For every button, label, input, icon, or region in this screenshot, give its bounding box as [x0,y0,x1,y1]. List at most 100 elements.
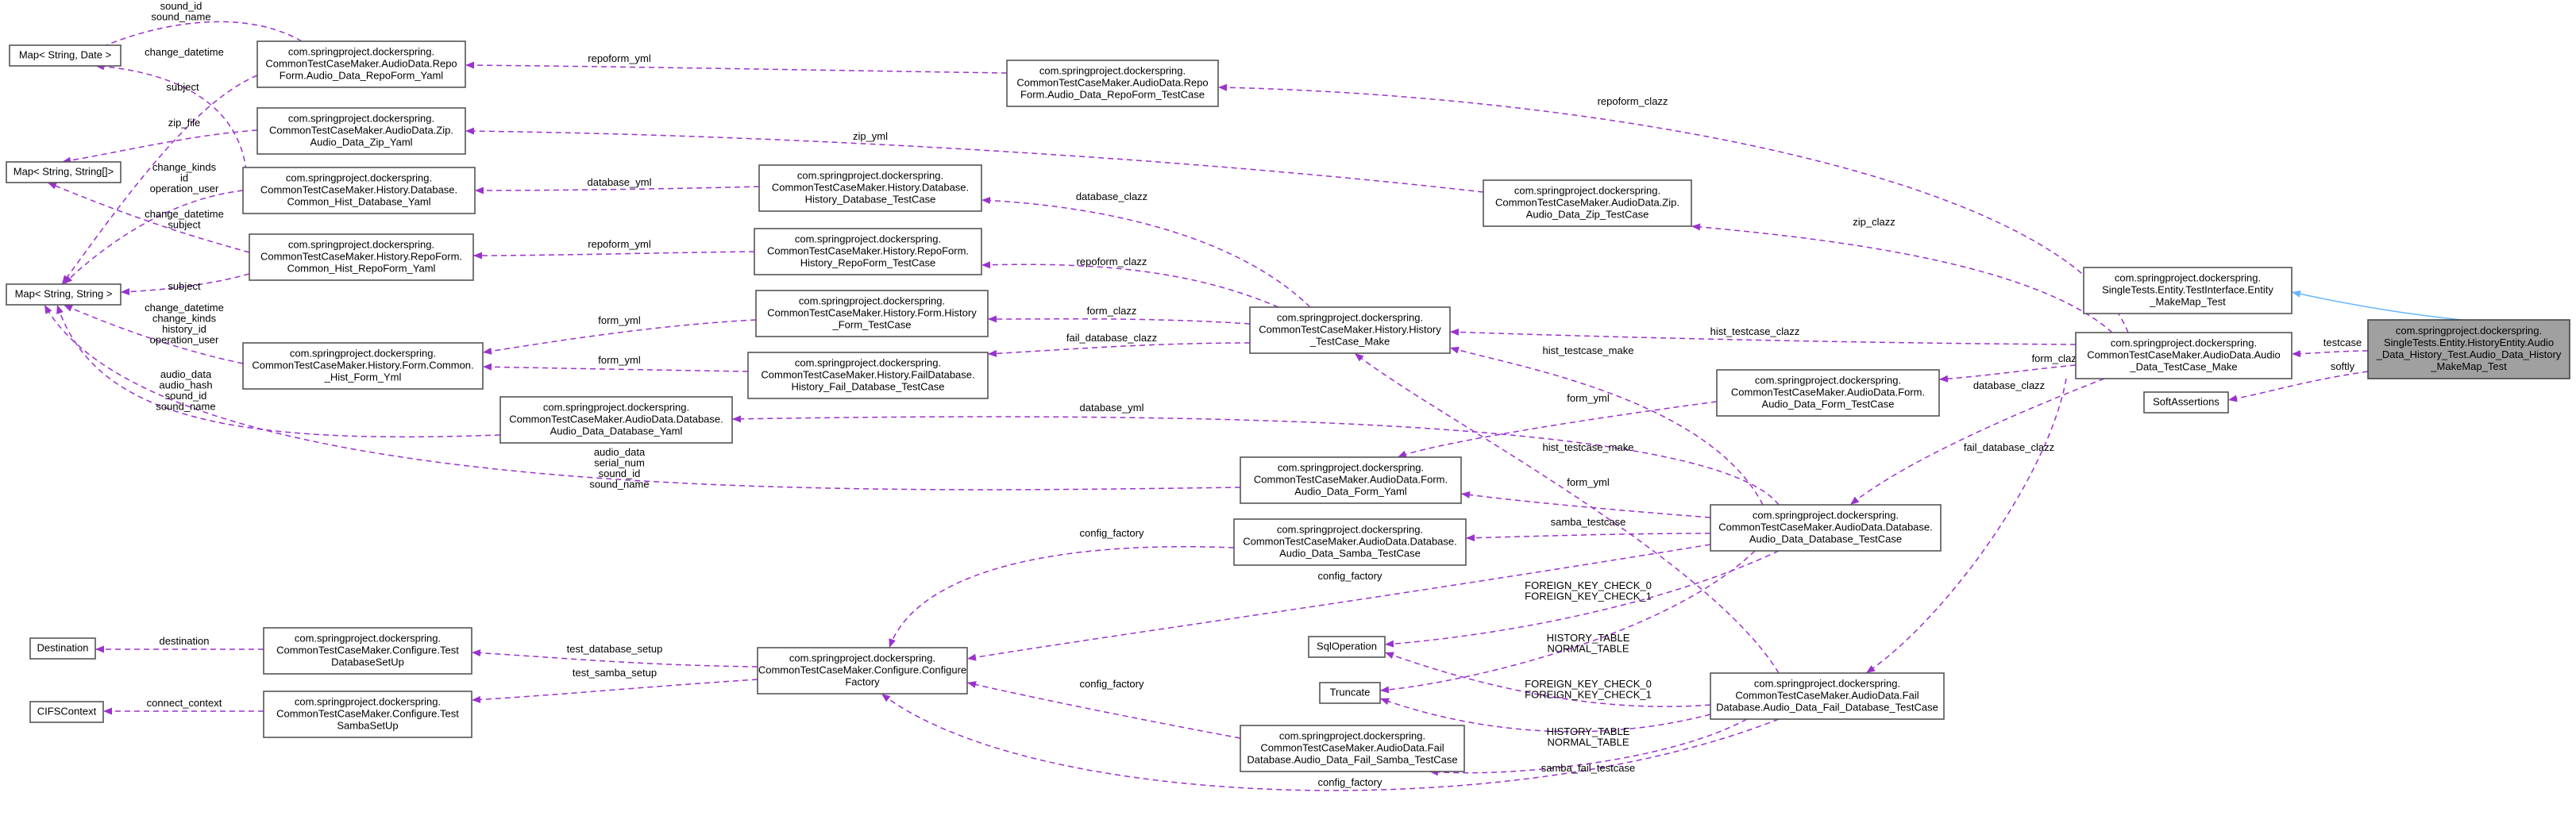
edge-label-line: fail_database_clazz [1964,441,2054,453]
node-audio-form-yaml[interactable]: com.springproject.dockerspring.CommonTes… [1240,456,1462,504]
node-truncate[interactable]: Truncate [1319,682,1381,704]
node-label-line: _Data_History_Test.Audio_Data_History [2376,348,2562,360]
node-label: com.springproject.dockerspring.CommonTes… [2087,337,2281,373]
node-box [263,627,472,675]
node-audio-database-testcase[interactable]: com.springproject.dockerspring.CommonTes… [1710,504,1942,552]
node-fail-samba-testcase[interactable]: com.springproject.dockerspring.CommonTes… [1240,725,1465,772]
edge-label-zip-clazz: zip_clazz [1853,216,1895,228]
edge-label-line: config_factory [1080,678,1144,690]
edge-path [889,545,1235,648]
node-label-line: CommonTestCaseMaker.AudioData.Fail [1735,690,1919,702]
node-label-line: com.springproject.dockerspring. [795,357,941,369]
edge-label-form-yml-2: form_yml [598,354,641,366]
node-zip-yaml[interactable]: com.springproject.dockerspring.CommonTes… [256,107,466,155]
edge-fc2 [1938,364,2077,383]
edge-label-line: repoform_clazz [1598,95,1668,107]
arrow-head [981,197,991,205]
node-hist-database-testcase[interactable]: com.springproject.dockerspring.CommonTes… [758,164,982,212]
node-audio-database-yaml[interactable]: com.springproject.dockerspring.CommonTes… [499,396,733,444]
node-label-line: Audio_Data_Form_TestCase [1762,398,1895,410]
edge-label-line: change_kinds [152,161,217,173]
edge-cctx [103,707,264,715]
edge-path [1354,352,1780,674]
edge-path [987,318,1251,325]
node-repo-form-yaml[interactable]: com.springproject.dockerspring.CommonTes… [256,40,466,88]
node-map-string-date[interactable]: Map< String, Date > [9,44,121,67]
node-audio-testcase-make[interactable]: com.springproject.dockerspring.CommonTes… [2075,332,2293,379]
arrow-head [2228,394,2238,402]
node-map-string-string-arr[interactable]: Map< String, String[]> [6,161,121,183]
node-map-string-string[interactable]: Map< String, String > [6,283,121,306]
node-label-line: CommonTestCaseMaker.AudioData.Repo [1016,77,1208,89]
node-hist-fail-database-testcase[interactable]: com.springproject.dockerspring.CommonTes… [747,352,989,399]
node-box [1483,179,1692,227]
edge-path [1865,378,2067,674]
node-zip-testcase[interactable]: com.springproject.dockerspring.CommonTes… [1483,179,1692,227]
node-hist-repoform-yaml[interactable]: com.springproject.dockerspring.CommonTes… [249,233,474,281]
node-hist-repoform-testcase[interactable]: com.springproject.dockerspring.CommonTes… [754,228,982,275]
node-hist-form-testcase[interactable]: com.springproject.dockerspring.CommonTes… [755,290,989,337]
node-configure-factory[interactable]: com.springproject.dockerspring.CommonTes… [757,647,968,695]
edge-subj2 [120,273,250,296]
node-destination[interactable]: Destination [29,637,96,660]
node-cifs-context[interactable]: CIFSContext [29,701,104,723]
edge-label-form-yml-4: form_yml [1567,476,1610,488]
edge-label-line: hist_testcase_make [1543,441,1634,453]
node-label-line: com.springproject.dockerspring. [1039,65,1186,77]
arrow-head [64,275,73,284]
edge-samba [1465,533,1711,542]
node-box [1233,518,1467,566]
edge-label-line: FOREIGN_KEY_CHECK_0 [1525,678,1652,690]
node-audio-form-testcase[interactable]: com.springproject.dockerspring.CommonTes… [1716,369,1940,417]
node-history-testcase-make[interactable]: com.springproject.dockerspring.CommonTes… [1249,306,1451,354]
node-entity-makemap-test[interactable]: com.springproject.dockerspring.SingleTes… [2083,267,2293,314]
edge-label-line: hist_testcase_make [1543,344,1634,356]
edge-form [63,304,244,364]
edge-label-line: serial_num [594,457,645,469]
node-sql-operation[interactable]: SqlOperation [1308,636,1386,658]
edge-label-fail-database-clazz-2: fail_database_clazz [1964,441,2054,453]
edge-cf1 [889,545,1235,648]
node-label-line: _MakeMap_Test [2149,296,2226,308]
node-hist-database-yaml[interactable]: com.springproject.dockerspring.CommonTes… [242,167,476,214]
edge-path [61,129,258,163]
edge-path [472,251,755,256]
edge-label-connect-context: connect_context [147,697,222,709]
node-label: com.springproject.dockerspring.CommonTes… [1731,375,1925,410]
node-box [1006,60,1219,107]
node-box [242,167,476,214]
node-label-line: SambaSetUp [337,720,398,732]
node-hist-form-yml[interactable]: com.springproject.dockerspring.CommonTes… [242,342,484,390]
edge-label-hist-testcase-clazz: hist_testcase_clazz [1710,325,1800,337]
edge-label-line: operation_user [150,334,219,346]
arrow-head [1380,686,1390,694]
edge-label-database-clazz-2: database_clazz [1973,379,2045,391]
edge-label-line: subject [168,219,201,231]
arrow-head [473,252,482,260]
node-test-database-setup[interactable]: com.springproject.dockerspring.CommonTes… [263,627,472,675]
edge-label-repoform-yml-2: repoform_yml [588,238,651,250]
node-audio-fail-database-testcase[interactable]: com.springproject.dockerspring.CommonTes… [1710,672,1945,720]
edge-zipf [61,129,258,164]
node-soft-assertions[interactable]: SoftAssertions [2143,391,2229,414]
edge-label-line: samba_testcase [1551,516,1626,528]
edge-label-line: sound_name [156,401,215,413]
edge-label-line: form_yml [598,354,641,366]
edge-path [1429,718,1748,774]
edge-label-repoform-clazz-1: repoform_clazz [1077,256,1147,267]
node-label-line: CommonTestCaseMaker.AudioData.Form. [1731,387,1925,398]
node-label: com.springproject.dockerspring.CommonTes… [1495,185,1679,221]
node-audio-history-makemap-test[interactable]: com.springproject.dockerspring.SingleTes… [2367,319,2570,379]
node-label-line: DatabaseSetUp [331,656,404,668]
edge-label-line: zip_yml [853,130,888,142]
node-label-line: com.springproject.dockerspring. [2115,272,2261,284]
node-test-samba-setup[interactable]: com.springproject.dockerspring.CommonTes… [263,691,472,738]
node-label-line: Common_Hist_RepoForm_Yaml [287,263,436,275]
node-repoform-testcase[interactable]: com.springproject.dockerspring.CommonTes… [1006,60,1219,107]
node-box [2143,391,2229,414]
node-label-line: _MakeMap_Test [2430,360,2507,372]
node-label-line: SoftAssertions [2153,396,2219,408]
edge-label-line: fail_database_clazz [1066,332,1157,344]
node-audio-samba-testcase[interactable]: com.springproject.dockerspring.CommonTes… [1233,518,1467,566]
